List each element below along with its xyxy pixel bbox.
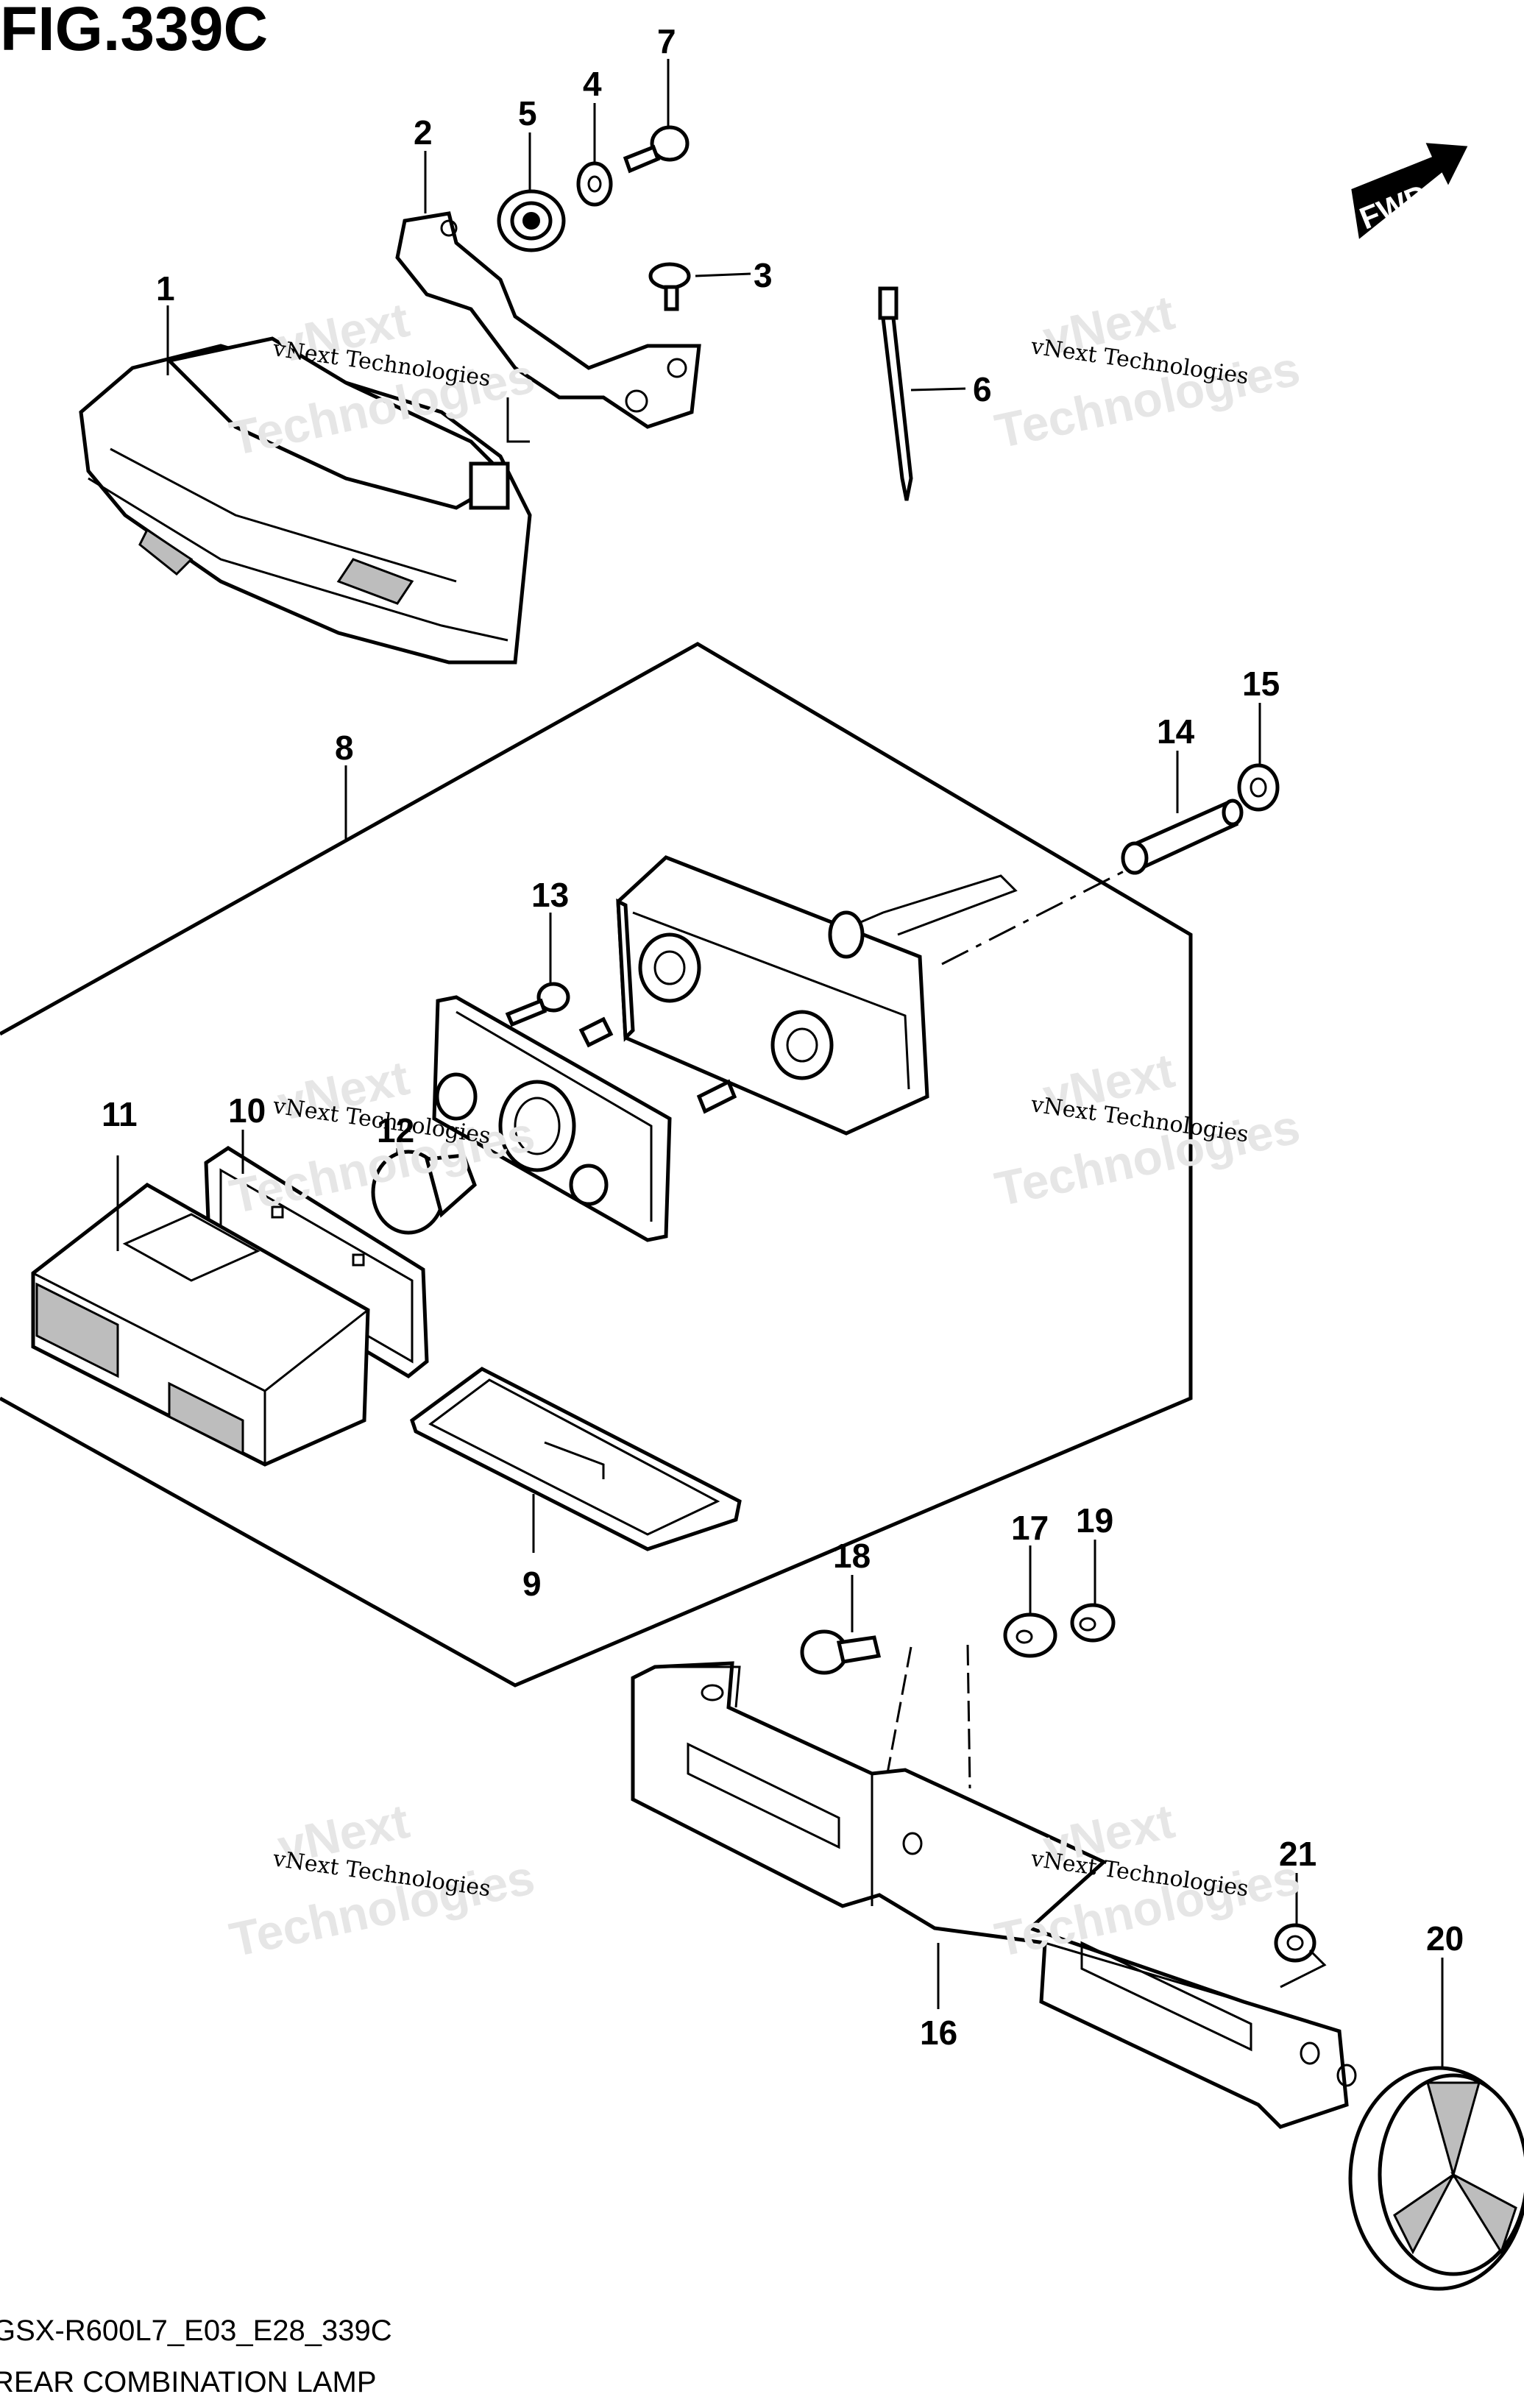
watermark-bottom-left: Technologies vNext vNext Technologies (225, 1793, 539, 1967)
bulb-socket-plate (432, 995, 737, 1242)
callout-leaders (116, 59, 1444, 2068)
screw-part-13 (505, 982, 570, 1027)
callout-7: 7 (657, 22, 676, 60)
washer-part-17 (1003, 1612, 1057, 1658)
watermark-top-right: Technologies vNext vNext Technologies (990, 285, 1305, 458)
washer-leader-dash (966, 1644, 971, 1789)
bolt-part-18 (800, 1629, 882, 1675)
callout-17: 17 (1011, 1509, 1049, 1547)
callout-16: 16 (920, 2014, 957, 2052)
callout-9: 9 (522, 1565, 542, 1603)
collar-leader-dash (941, 867, 1130, 966)
bolt-part-7 (623, 125, 690, 174)
callout-4: 4 (583, 65, 602, 103)
bulb-part-12 (371, 1150, 477, 1235)
forward-direction-arrow-icon: FWD (1351, 143, 1468, 239)
reflector-part-20 (1348, 2066, 1524, 2291)
screw-part-3 (648, 262, 691, 311)
washer-part-4 (576, 161, 613, 207)
lens-part-11 (31, 1183, 370, 1467)
nut-part-15 (1237, 763, 1280, 812)
callout-3: 3 (754, 256, 773, 294)
lens-cover-part-9 (410, 1367, 742, 1551)
lamp-assembly-box-outline (0, 642, 1193, 1688)
callout-18: 18 (833, 1537, 871, 1575)
callout-8: 8 (335, 729, 354, 767)
callout-5: 5 (518, 94, 537, 132)
license-bracket-part-16 (631, 1661, 1357, 2129)
nut-part-21 (1274, 1923, 1316, 1963)
callout-21: 21 (1279, 1835, 1316, 1873)
watermark-middle-right: Technologies vNext vNext Technologies (990, 1043, 1305, 1217)
figure-title: FIG.339C (0, 0, 268, 63)
collar-part-14 (1121, 798, 1244, 875)
callout-1: 1 (156, 269, 175, 308)
callout-13: 13 (531, 876, 569, 914)
figure-caption: REAR COMBINATION LAMP (0, 2366, 377, 2398)
callout-20: 20 (1426, 1919, 1464, 1958)
model-code: GSX-R600L7_E03_E28_339C (0, 2315, 392, 2347)
nut-part-19 (1070, 1603, 1116, 1643)
callout-6: 6 (973, 370, 992, 408)
callout-labels: 1 2 3 4 5 6 7 8 9 10 11 12 13 14 15 16 1… (102, 22, 1464, 2052)
nut-leader-line (1280, 1949, 1327, 1989)
bracket-part (395, 211, 701, 443)
cable-tie-part-6 (878, 286, 913, 501)
callout-10: 10 (228, 1091, 266, 1130)
grommet-part-5 (497, 189, 566, 252)
callout-11: 11 (102, 1095, 138, 1133)
callout-12: 12 (377, 1111, 414, 1150)
rear-combination-lamp-part (79, 336, 532, 665)
callout-2: 2 (414, 113, 433, 152)
callout-19: 19 (1076, 1501, 1113, 1540)
callout-14: 14 (1157, 712, 1195, 751)
callout-15: 15 (1242, 665, 1280, 703)
license-lamp-housing-part-8 (616, 855, 1018, 1136)
